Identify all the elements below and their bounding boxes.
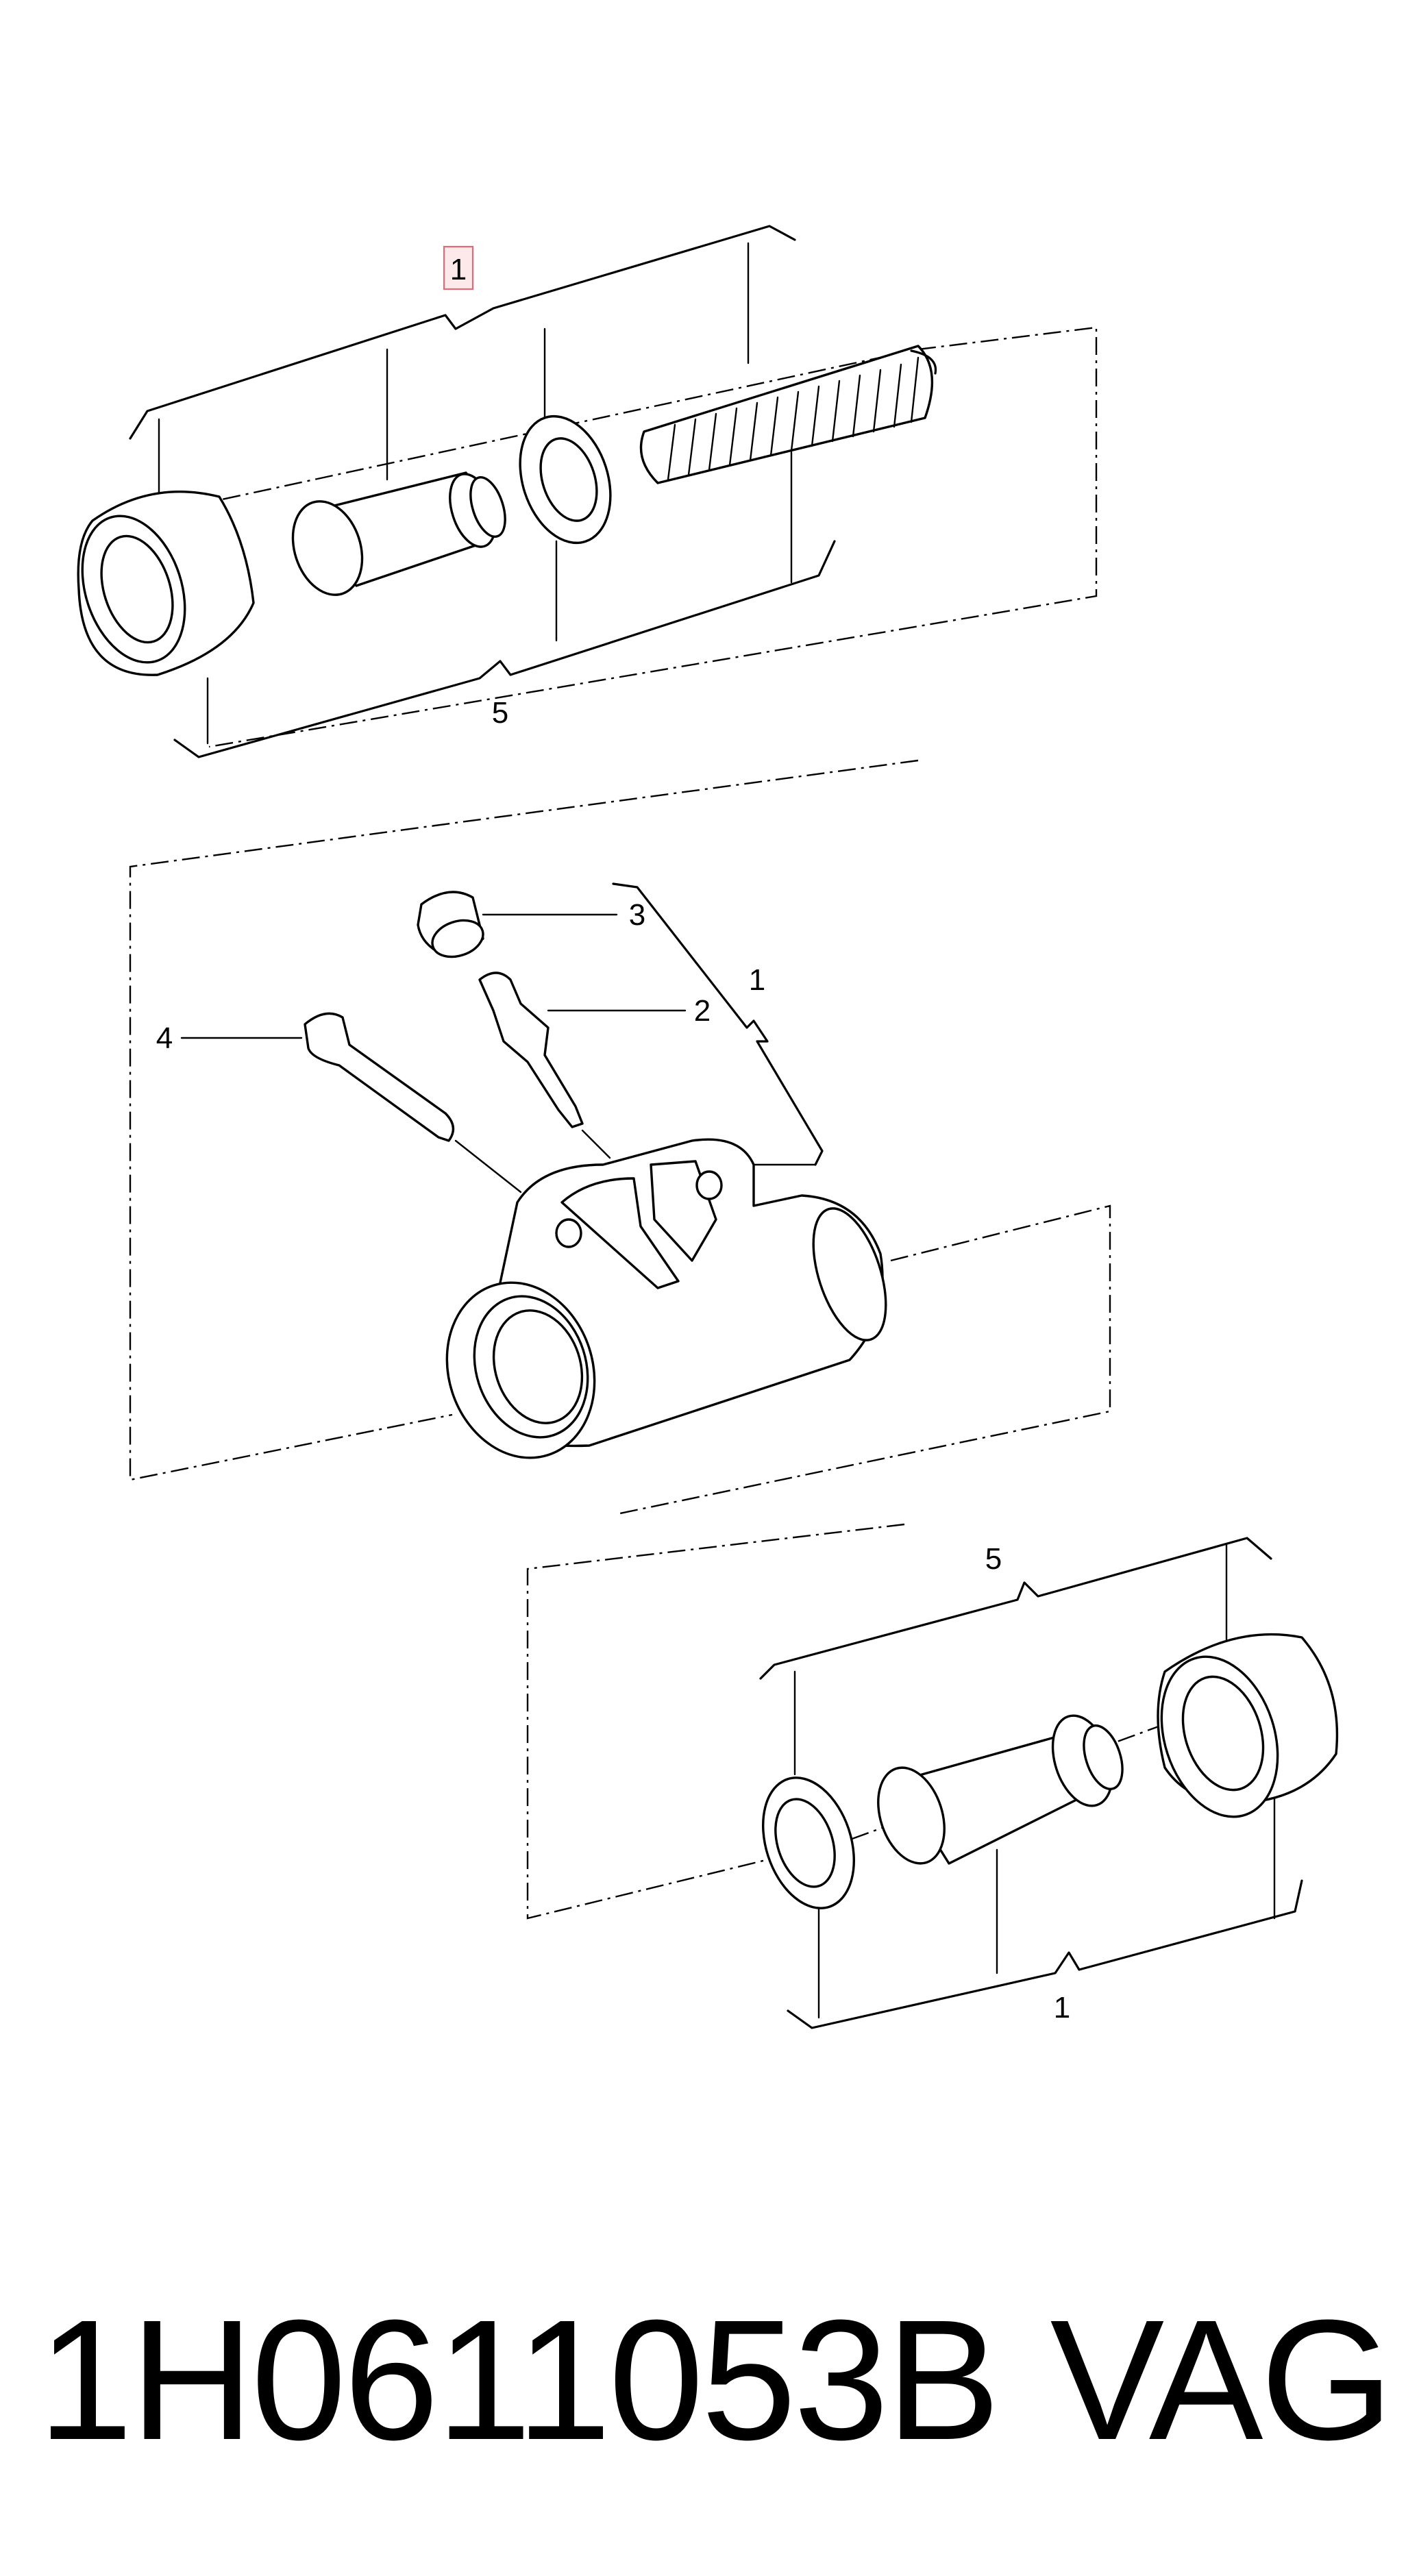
cap-callout-label: 3 bbox=[629, 898, 645, 932]
dust-boot-top bbox=[77, 491, 255, 676]
wheel-cylinder-body bbox=[445, 1138, 887, 1459]
bottom-kit-bracket bbox=[787, 1879, 1303, 2029]
bleeder-valve-callout-label: 2 bbox=[694, 994, 711, 1028]
brand-text: VAG bbox=[1050, 2284, 1391, 2475]
cylinder-assembly-callout-label: 1 bbox=[749, 963, 765, 997]
top-axis-line bbox=[123, 348, 919, 522]
bottom-kit-callout-label: 1 bbox=[1054, 1991, 1070, 2024]
top-kit-callout-label: 1 bbox=[450, 253, 467, 286]
middle-group-frame-right bbox=[616, 1204, 1111, 1515]
seal-cup-bottom bbox=[762, 1776, 855, 1909]
spring-top bbox=[639, 345, 937, 484]
top-group-frame bbox=[208, 326, 1098, 748]
bleeder-valve bbox=[478, 971, 687, 1159]
seal-cup-top bbox=[519, 414, 612, 545]
cylinder-assembly-bracket bbox=[612, 882, 824, 1166]
highlighted-callout-box bbox=[443, 245, 474, 290]
bottom-seal-kit-callout-label: 5 bbox=[985, 1542, 1002, 1576]
mounting-bolt bbox=[180, 1012, 522, 1193]
bottom-seal-kit-bracket bbox=[759, 1537, 1272, 1680]
piston-top bbox=[291, 471, 506, 596]
top-seal-kit-bracket bbox=[173, 540, 836, 758]
bottom-group-frame bbox=[526, 1523, 905, 1920]
middle-parts-group: 3 2 4 1 bbox=[129, 759, 1111, 1515]
piston-bottom bbox=[877, 1714, 1124, 1865]
top-kit-bracket bbox=[129, 225, 796, 440]
bleeder-cap bbox=[417, 891, 618, 958]
dust-boot-bottom bbox=[1157, 1633, 1339, 1818]
bottom-parts-group: 5 1 bbox=[526, 1523, 1339, 2029]
part-number-text: 1H0611053B bbox=[38, 2284, 998, 2475]
top-seal-kit-callout-label: 5 bbox=[492, 696, 508, 730]
bolt-callout-label: 4 bbox=[156, 1021, 173, 1055]
top-parts-group: 1 5 bbox=[77, 225, 1098, 758]
